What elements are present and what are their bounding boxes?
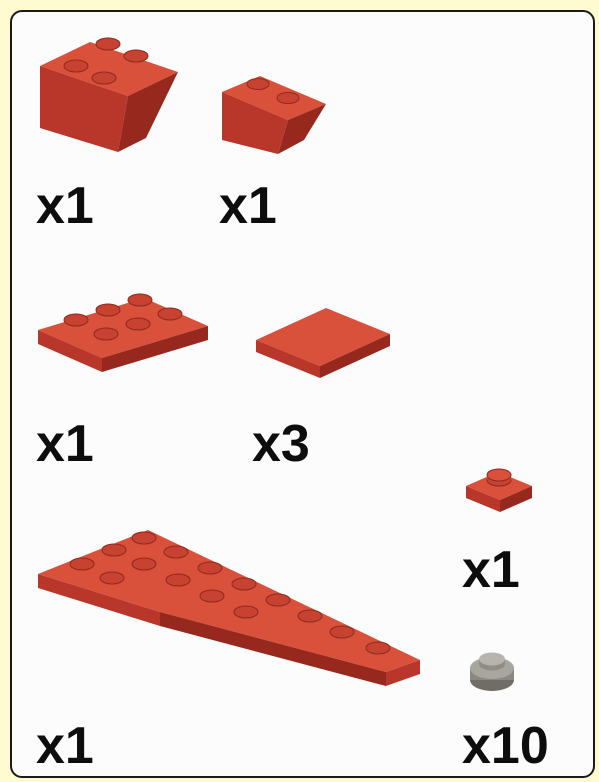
parts-list-panel: x1 x1 x1 x3 — [10, 10, 595, 778]
quantity-round-plate-1x1: x10 — [462, 720, 549, 772]
plate-1x1-icon — [464, 464, 536, 516]
plate-2x3-icon — [36, 288, 212, 378]
quantity-plate-2x3: x1 — [36, 418, 94, 470]
quantity-wedge-plate: x1 — [36, 720, 94, 772]
wedge-plate-icon — [36, 520, 422, 700]
round-plate-1x1-icon — [464, 650, 520, 696]
quantity-plate-1x1: x1 — [462, 544, 520, 596]
tile-2x2-icon — [254, 304, 394, 384]
inverted-slope-2x2-icon — [38, 34, 188, 164]
quantity-inverted-slope-2x2: x1 — [36, 180, 94, 232]
quantity-inverted-slope-1x2: x1 — [219, 180, 277, 232]
quantity-tile-2x2: x3 — [252, 418, 310, 470]
inverted-slope-1x2-icon — [222, 70, 332, 160]
